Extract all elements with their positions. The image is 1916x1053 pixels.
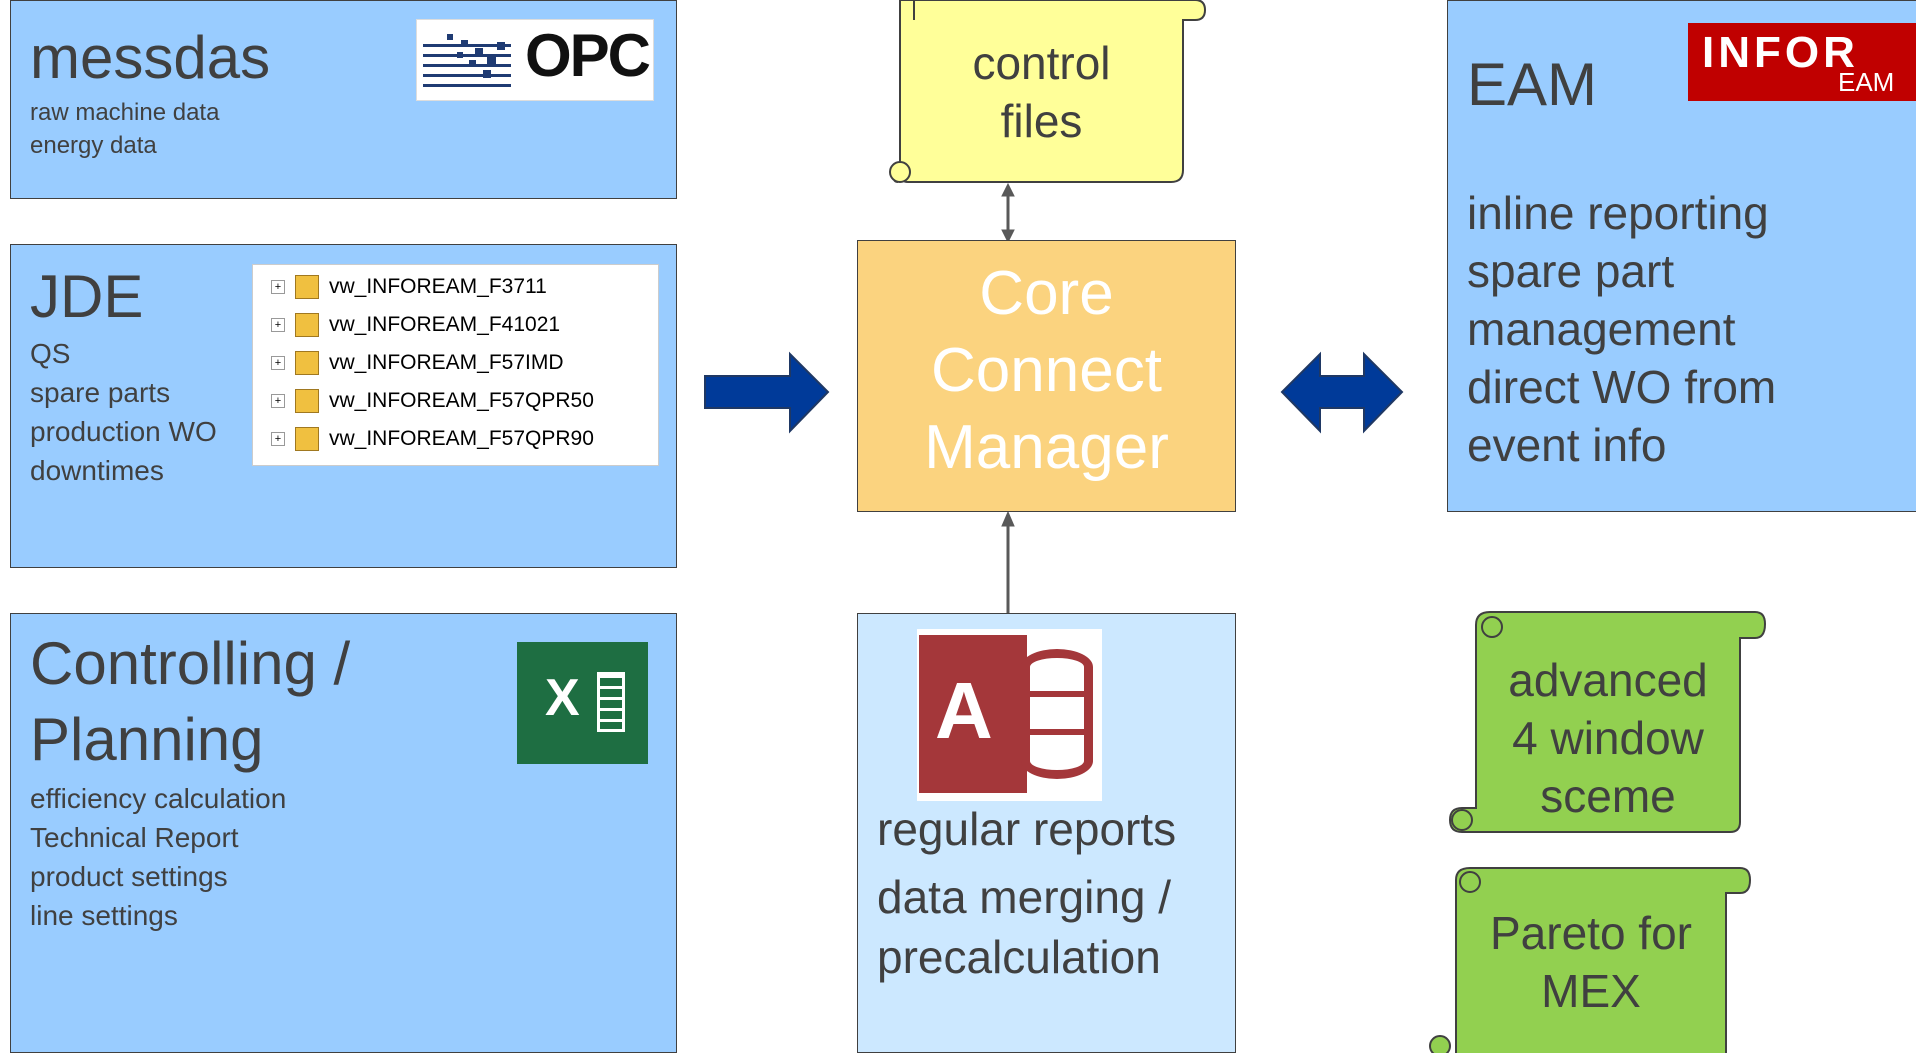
controlling-box: Controlling / Planning efficiency calcul… xyxy=(10,613,677,1053)
controlling-line: Technical Report xyxy=(30,822,239,853)
jde-line: production WO xyxy=(30,416,217,447)
db-view-icon xyxy=(295,351,319,375)
pareto-scroll xyxy=(1429,867,1752,1053)
access-reports-box: A regular reports data merging / precalc… xyxy=(857,613,1236,1053)
jde-tree-view: + vw_INFOREAM_F3711 + vw_INFOREAM_F41021… xyxy=(252,264,659,466)
eam-title: EAM xyxy=(1467,51,1598,118)
controlling-line: product settings xyxy=(30,861,228,892)
jde-line: spare parts xyxy=(30,377,171,408)
advanced-text: advanced 4 window sceme xyxy=(1476,651,1740,825)
access-line: data merging / xyxy=(877,871,1172,923)
db-view-icon xyxy=(295,313,319,337)
db-view-icon xyxy=(295,389,319,413)
expand-icon[interactable]: + xyxy=(271,432,285,446)
jde-line: QS xyxy=(30,338,71,369)
jde-box: JDE QS spare parts production WO downtim… xyxy=(10,244,677,568)
tree-item[interactable]: + vw_INFOREAM_F57QPR90 xyxy=(271,425,594,453)
core-line: Connect xyxy=(931,336,1162,405)
expand-icon[interactable]: + xyxy=(271,318,285,332)
tree-item[interactable]: + vw_INFOREAM_F41021 xyxy=(271,311,560,339)
jde-line: downtimes xyxy=(30,455,164,486)
core-text: Core Connect Manager xyxy=(858,255,1235,486)
expand-icon[interactable]: + xyxy=(271,394,285,408)
access-icon: A xyxy=(917,629,1102,801)
eam-line: event info xyxy=(1467,419,1667,471)
controlling-lines: efficiency calculation Technical Report … xyxy=(30,779,286,935)
db-view-icon xyxy=(295,275,319,299)
jde-lines: QS spare parts production WO downtimes xyxy=(30,334,217,490)
arrow-right xyxy=(704,351,830,434)
access-line: precalculation xyxy=(877,931,1161,983)
eam-line: inline reporting xyxy=(1467,187,1769,239)
access-text: regular reports data merging / precalcul… xyxy=(877,799,1176,987)
core-line: Core xyxy=(979,259,1114,328)
eam-lines: inline reporting spare part management d… xyxy=(1467,184,1776,474)
messdas-line: raw machine data xyxy=(30,99,220,126)
expand-icon[interactable]: + xyxy=(271,356,285,370)
messdas-line: energy data xyxy=(30,132,157,159)
tree-item-label: vw_INFOREAM_F41021 xyxy=(329,313,561,336)
core-line: Manager xyxy=(924,413,1169,482)
tree-item[interactable]: + vw_INFOREAM_F57IMD xyxy=(271,349,564,377)
controlling-line: line settings xyxy=(30,900,178,931)
core-connect-manager-box: Core Connect Manager xyxy=(857,240,1236,512)
expand-icon[interactable]: + xyxy=(271,280,285,294)
control-files-text: control files xyxy=(900,34,1183,150)
messdas-title: messdas xyxy=(30,24,271,91)
jde-title: JDE xyxy=(30,263,144,330)
arrow-bidirectional xyxy=(1280,351,1404,434)
tree-item-label: vw_INFOREAM_F57IMD xyxy=(329,351,564,374)
infor-eam-logo: INFOR EAM xyxy=(1688,23,1916,101)
infor-logo-sub: EAM xyxy=(1838,67,1895,97)
control-files-line: files xyxy=(1000,95,1083,147)
pareto-line: MEX xyxy=(1541,965,1641,1017)
excel-icon: X xyxy=(517,642,648,764)
eam-line: direct WO from xyxy=(1467,361,1777,413)
advanced-line: sceme xyxy=(1540,770,1676,822)
messdas-box: messdas raw machine data energy data OPC xyxy=(10,0,677,199)
eam-line: spare part xyxy=(1467,245,1675,297)
infor-logo-text: INFOR xyxy=(1702,28,1859,77)
opc-dots-icon xyxy=(423,34,511,87)
control-files-scroll xyxy=(889,0,1207,183)
connector-control-core xyxy=(1001,182,1015,244)
controlling-title-line1: Controlling / xyxy=(30,630,351,697)
opc-logo: OPC xyxy=(416,19,654,101)
opc-logo-text: OPC xyxy=(524,22,651,89)
messdas-lines: raw machine data energy data xyxy=(30,96,219,162)
eam-line: management xyxy=(1467,303,1736,355)
advanced-line: advanced xyxy=(1508,654,1708,706)
db-view-icon xyxy=(295,427,319,451)
pareto-text: Pareto for MEX xyxy=(1456,904,1726,1020)
control-files-line: control xyxy=(972,37,1111,89)
tree-item[interactable]: + vw_INFOREAM_F3711 xyxy=(271,273,547,301)
pareto-line: Pareto for xyxy=(1490,907,1692,959)
controlling-title-line2: Planning xyxy=(30,706,264,773)
tree-item-label: vw_INFOREAM_F57QPR50 xyxy=(329,389,594,412)
advanced-scroll xyxy=(1448,611,1767,833)
advanced-line: 4 window xyxy=(1512,712,1704,764)
access-line: regular reports xyxy=(877,803,1177,855)
tree-item[interactable]: + vw_INFOREAM_F57QPR50 xyxy=(271,387,594,415)
tree-item-label: vw_INFOREAM_F3711 xyxy=(329,275,547,298)
tree-item-label: vw_INFOREAM_F57QPR90 xyxy=(329,427,594,450)
controlling-line: efficiency calculation xyxy=(30,783,287,814)
eam-box: EAM INFOR EAM inline reporting spare par… xyxy=(1447,0,1916,512)
